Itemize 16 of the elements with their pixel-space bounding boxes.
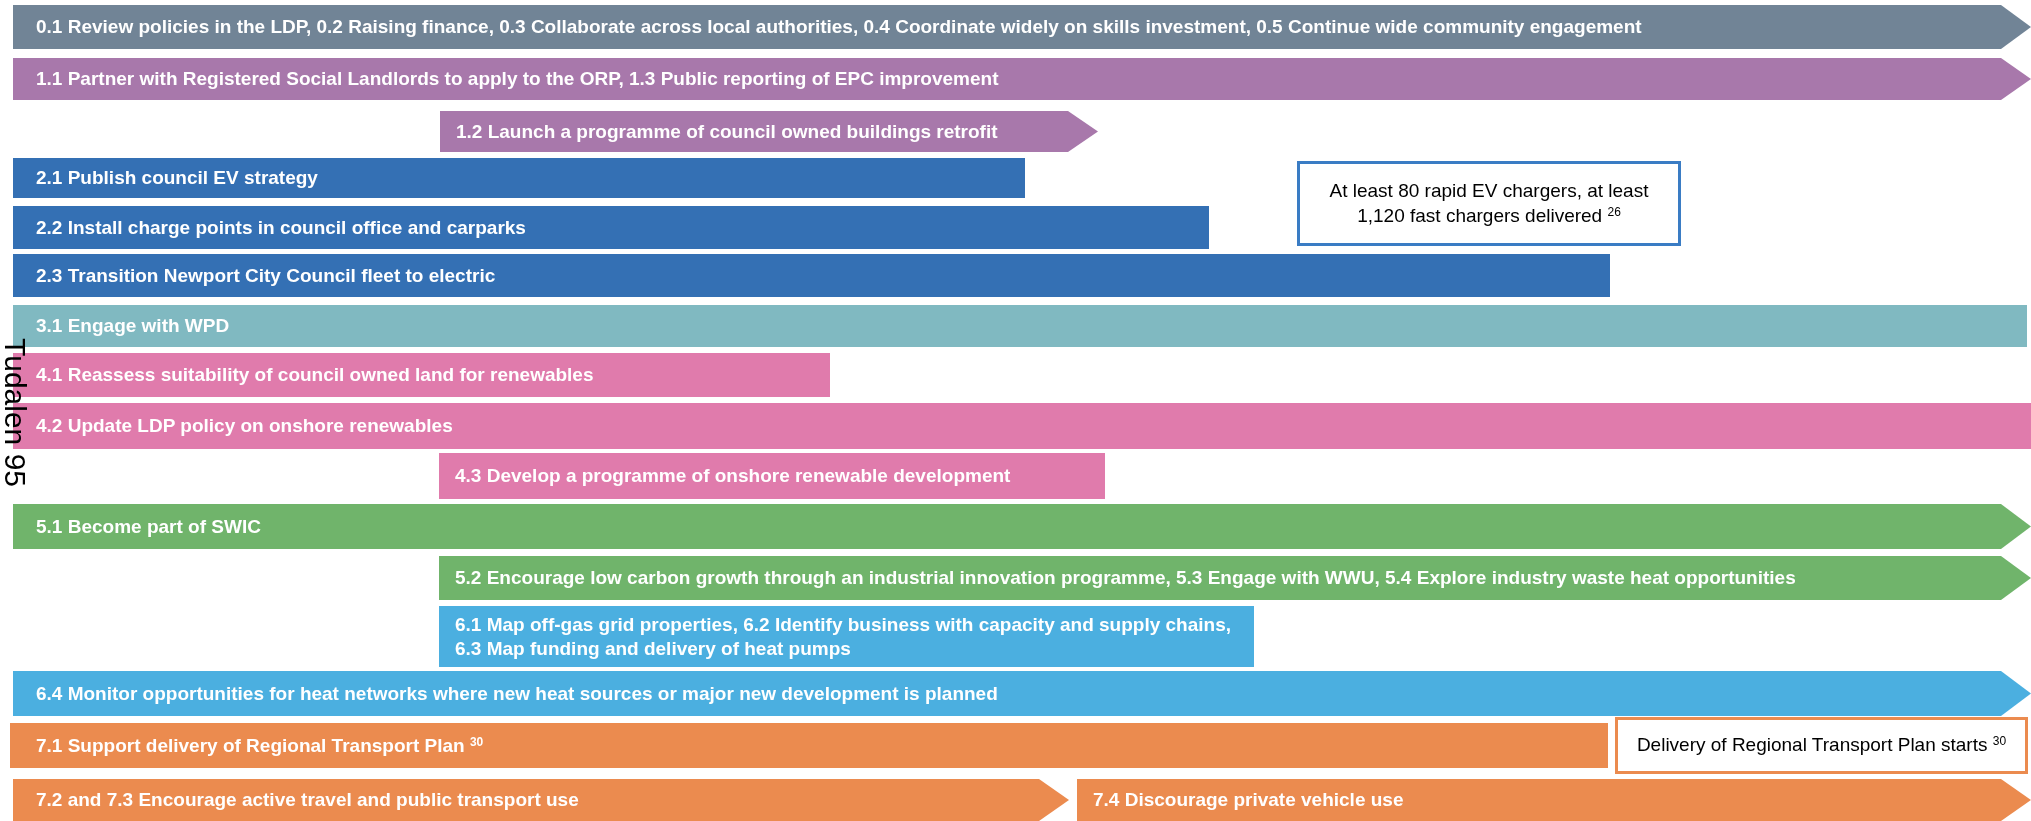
action-bar: 2.3 Transition Newport City Council fleet to electric — [13, 254, 1610, 297]
action-bar: 2.2 Install charge points in council office and carparks — [13, 206, 1209, 249]
action-arrow-bar: 7.2 and 7.3 Encourage active travel and public transport use — [13, 779, 1069, 821]
action-arrow-bar: 6.4 Monitor opportunities for heat networks where new heat sources or major new development is planned — [13, 671, 2031, 716]
action-arrow-bar: 1.1 Partner with Registered Social Landlords to apply to the ORP, 1.3 Public reporting of EPC improvement — [13, 58, 2031, 100]
action-bar: 7.1 Support delivery of Regional Transport Plan $^{30}$ — [10, 723, 1608, 768]
action-bar: 6.1 Map off-gas grid properties, 6.2 Identify business with capacity and supply chains, 6.3 Map funding and delivery of heat pumps — [439, 606, 1254, 667]
milestone-box: At least 80 rapid EV chargers, at least 1,120 fast chargers delivered $^{26}$ — [1297, 161, 1681, 246]
action-arrow-bar: 1.2 Launch a programme of council owned buildings retrofit — [440, 111, 1098, 152]
action-arrow-bar: 5.2 Encourage low carbon growth through an industrial innovation programme, 5.3 Engage with WWU, 5.4 Explore industry waste heat opportunities — [439, 556, 2031, 600]
action-arrow-bar: 7.4 Discourage private vehicle use — [1077, 779, 2031, 821]
action-bar: 4.3 Develop a programme of onshore renewable development — [439, 453, 1105, 499]
action-bar: 2.1 Publish council EV strategy — [13, 158, 1025, 198]
milestone-box: Delivery of Regional Transport Plan starts $^{30}$ — [1615, 717, 2028, 774]
action-arrow-bar: 5.1 Become part of SWIC — [13, 504, 2031, 549]
action-arrow-bar: 0.1 Review policies in the LDP, 0.2 Raising finance, 0.3 Collaborate across local authorities, 0.4 Coordinate widely on skills investment, 0.5 Continue wide community engagement — [13, 5, 2031, 49]
